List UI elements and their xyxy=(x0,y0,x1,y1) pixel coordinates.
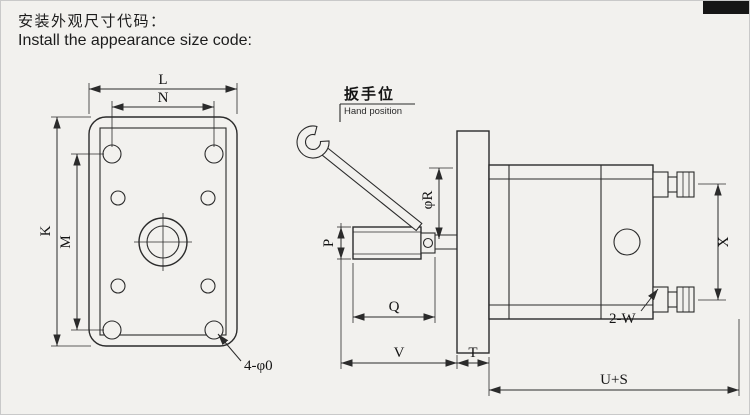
tie-rod-hole xyxy=(110,278,126,294)
flange-plate-inner-outline xyxy=(99,127,227,336)
dim-label-N: N xyxy=(158,90,169,106)
mounting-hole xyxy=(204,144,224,164)
rod-tip-hole xyxy=(422,237,434,249)
dim-N: N xyxy=(111,90,215,147)
dim-label-R: φR xyxy=(420,191,436,210)
tie-rod-hole xyxy=(200,190,216,206)
tie-rod-hole xyxy=(200,278,216,294)
holes-callout-label: 4-φ0 xyxy=(244,358,273,374)
port-fitting-top xyxy=(652,171,695,198)
wrench-label-zh: 扳手位 xyxy=(344,85,395,103)
wrench-label-en: Hand position xyxy=(344,106,402,117)
rear-port-boss xyxy=(613,228,641,256)
tie-rod-hole xyxy=(110,190,126,206)
ports-callout: 2-W xyxy=(609,288,659,327)
mounting-hole xyxy=(102,320,122,340)
dim-label-X: X xyxy=(716,236,732,247)
dim-label-L: L xyxy=(158,72,167,88)
mounting-hole xyxy=(102,144,122,164)
dim-label-M: M xyxy=(58,235,74,248)
dim-label-P: P xyxy=(321,239,337,247)
wrench-position-label: 扳手位 Hand position xyxy=(339,85,415,122)
front-flange xyxy=(456,130,490,354)
dim-US: U+S xyxy=(489,319,740,396)
dim-V: V xyxy=(341,345,458,369)
port-fitting-bottom xyxy=(652,286,695,313)
dim-label-K: K xyxy=(38,225,54,236)
front-view: L N K M xyxy=(38,72,273,374)
dim-K: K xyxy=(38,116,91,347)
dim-label-US: U+S xyxy=(600,372,628,388)
dim-label-V: V xyxy=(394,345,405,361)
dim-L: L xyxy=(88,72,238,114)
logo-mark xyxy=(703,1,749,14)
wrench-icon xyxy=(296,125,423,232)
title-english: Install the appearance size code: xyxy=(18,32,252,49)
dim-Q: Q xyxy=(352,257,436,323)
mounting-holes-callout: 4-φ0 xyxy=(217,333,273,374)
dim-R: φR xyxy=(420,167,453,239)
title-chinese: 安装外观尺寸代码： xyxy=(18,13,167,30)
dim-P: P xyxy=(321,223,351,369)
ports-callout-label: 2-W xyxy=(609,311,636,327)
side-view: 扳手位 Hand position P φR xyxy=(296,85,740,396)
dim-label-Q: Q xyxy=(389,299,400,315)
dim-label-T: T xyxy=(468,345,477,361)
dim-M: M xyxy=(58,153,104,331)
dim-X: X xyxy=(698,183,732,301)
